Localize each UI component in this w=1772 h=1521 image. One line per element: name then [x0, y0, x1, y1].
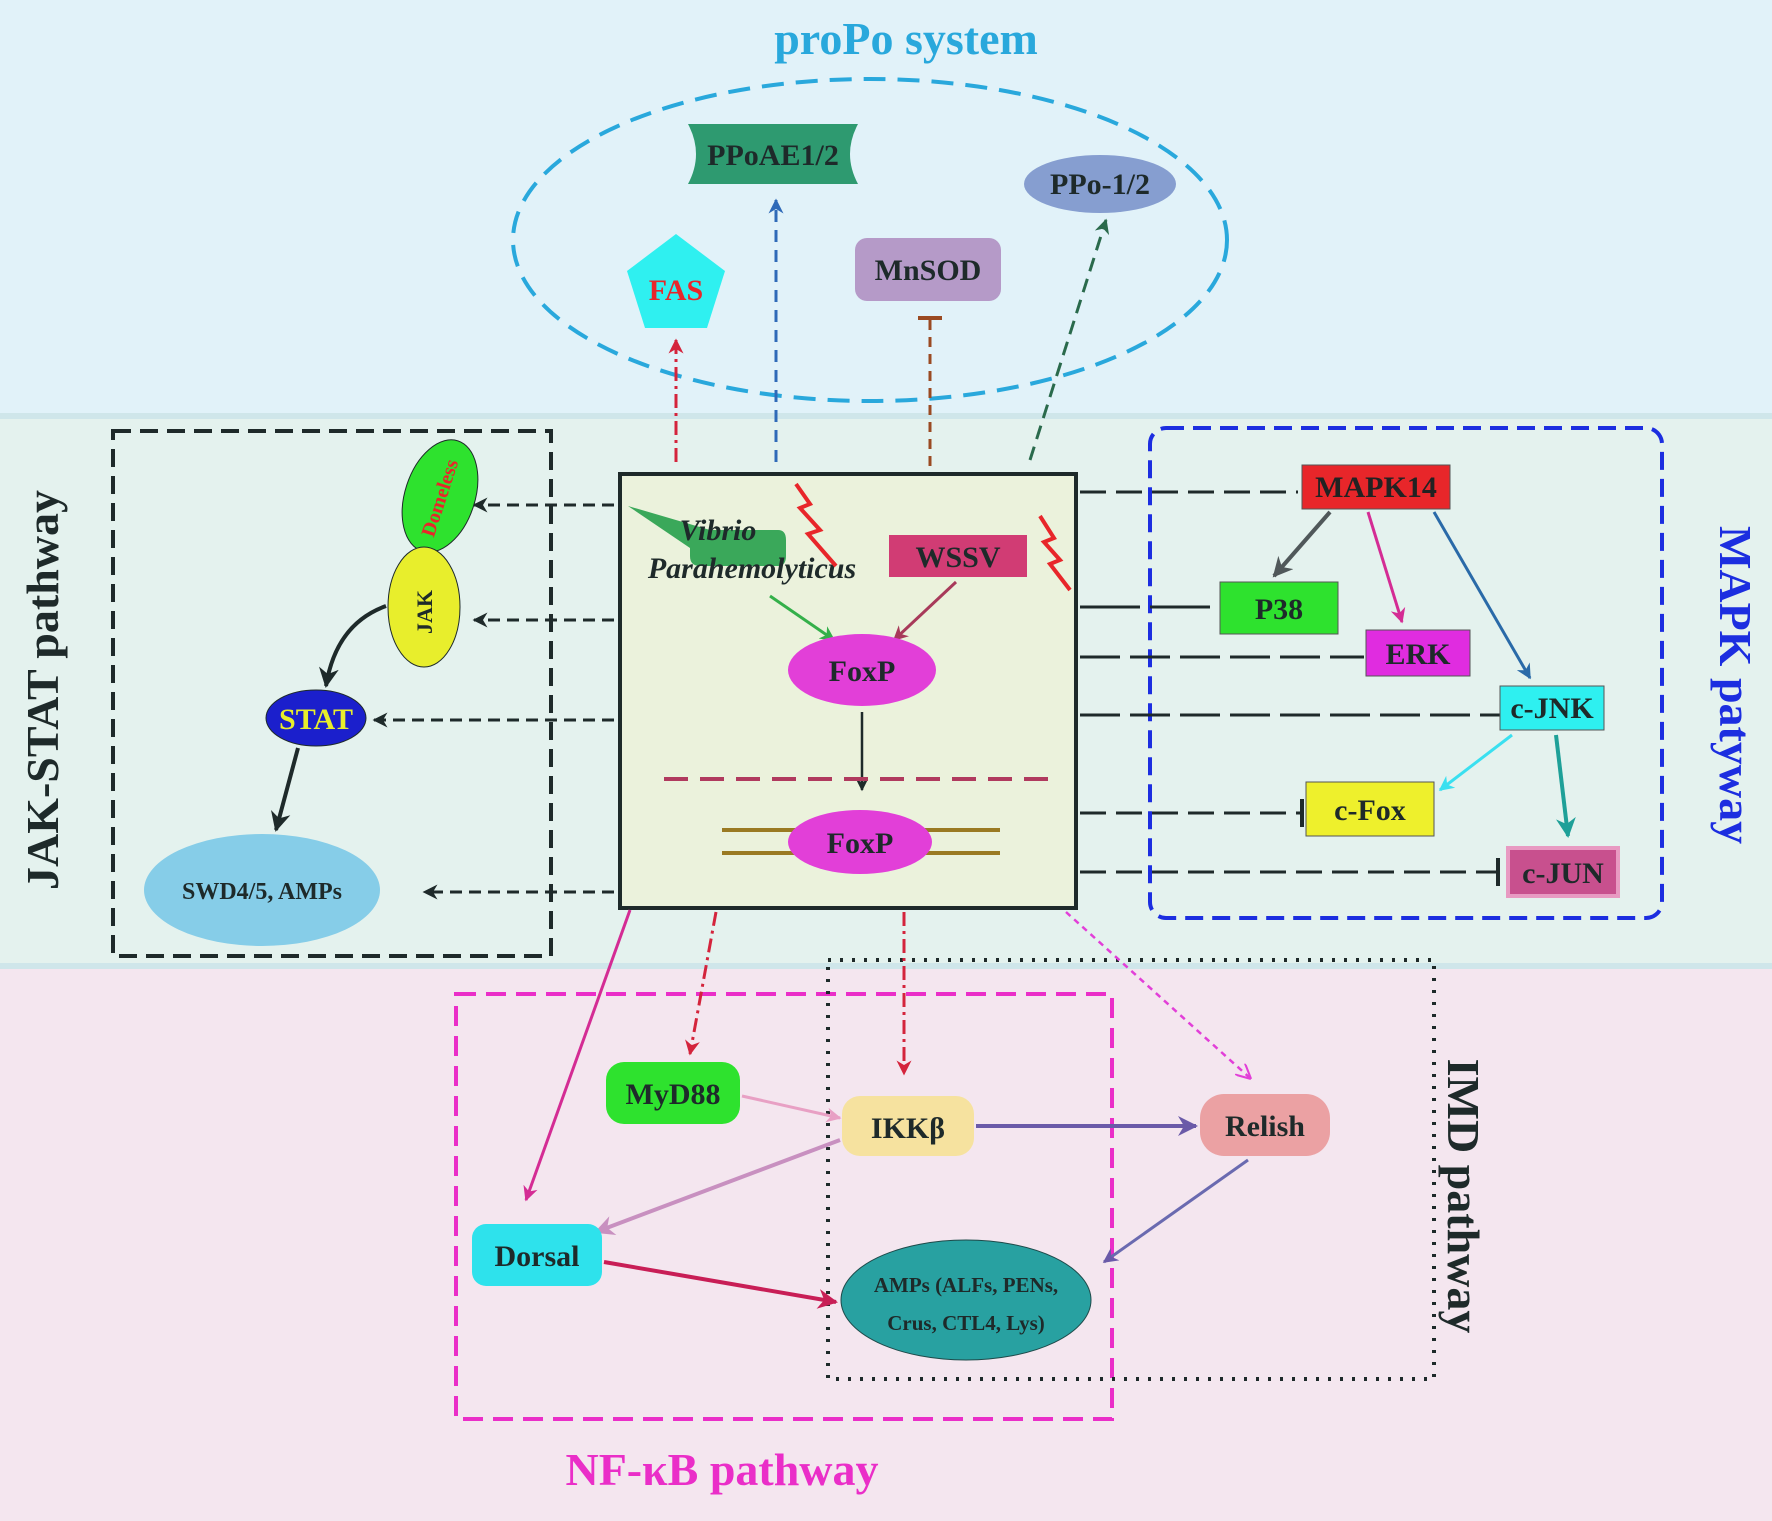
stat-label: STAT: [279, 703, 353, 736]
foxp-nucleus-node: [788, 810, 932, 874]
arrow-wssv-to-foxp: [892, 580, 958, 642]
arrow-mapk14-to-cjnk: [1432, 511, 1532, 680]
foxp-nucleus-label: FoxP: [827, 827, 894, 860]
myd88-node: [606, 1062, 740, 1124]
cfox-label: c-Fox: [1334, 794, 1406, 827]
relish-label: Relish: [1225, 1110, 1305, 1143]
dorsal-node: [472, 1224, 602, 1286]
myd88-label: MyD88: [626, 1078, 721, 1111]
arrow-to-ppo: [1028, 218, 1110, 461]
stat-node: [265, 689, 367, 747]
arrow-center-to-relish: [1065, 911, 1250, 1078]
jakstat-boundary: [111, 429, 553, 958]
arrow-jak-to-stat: [319, 604, 387, 688]
arrow-ikkb-to-dorsal: [594, 1138, 841, 1236]
foxp-cytoplasm-node: [788, 634, 936, 706]
propo-boundary: [511, 77, 1229, 403]
imd-boundary: [826, 958, 1436, 1381]
arrow-vibrio-to-foxp: [769, 594, 836, 642]
jak-node: [387, 546, 461, 668]
mapk14-node: [1301, 464, 1451, 510]
jak-label: JAK: [412, 590, 437, 634]
amps-label-line2: Crus, CTL4, Lys): [887, 1311, 1045, 1335]
lightning-icon-right: [1038, 514, 1072, 592]
arrow-center-to-myd88: [685, 911, 718, 1056]
lightning-icon-left: [794, 482, 838, 568]
mnsod-node: [855, 238, 1001, 301]
arrow-myd88-to-ikkb: [741, 1094, 842, 1123]
p38-node: [1219, 581, 1339, 635]
foxp-cytoplasm-label: FoxP: [829, 655, 896, 688]
wssv-label: WSSV: [915, 541, 1000, 574]
mnsod-label: MnSOD: [875, 254, 982, 287]
mapk14-label: MAPK14: [1315, 471, 1437, 504]
wssv-node: [889, 535, 1027, 577]
swd-amps-node: [144, 834, 380, 946]
erk-label: ERK: [1385, 638, 1451, 671]
arrow-cjnk-to-cjun: [1554, 734, 1576, 838]
arrow-cjnk-to-cfox: [1438, 733, 1513, 792]
fas-label: FAS: [649, 274, 703, 307]
ikkb-node: [842, 1096, 974, 1156]
ppo-node: [1024, 155, 1176, 213]
mapk-boundary: [1148, 426, 1664, 920]
arrow-relish-to-amps: [1102, 1158, 1249, 1264]
imd-title: IMD pathway: [1438, 1059, 1489, 1334]
arrow-mapk14-to-erk: [1366, 511, 1406, 624]
ikkb-label: IKKβ: [871, 1112, 945, 1145]
ppoae-node: [688, 124, 858, 184]
arrow-mapk14-to-p38: [1272, 510, 1332, 578]
cjnk-label: c-JNK: [1510, 692, 1594, 725]
cfox-node: [1305, 781, 1435, 837]
ppo-label: PPo-1/2: [1050, 168, 1150, 201]
vibrio-label-line2: Parahemolyticus: [647, 552, 856, 585]
p38-label: P38: [1255, 593, 1303, 626]
mapk-title: MAPK patyway: [1710, 526, 1761, 844]
vibrio-label-line1: Vibrio: [680, 514, 757, 547]
swd-amps-label: SWD4/5, AMPs: [182, 879, 342, 905]
cjun-label: c-JUN: [1522, 857, 1604, 890]
jakstat-title: JAK-STAT pathway: [17, 490, 68, 890]
ppoae-label: PPoAE1/2: [707, 139, 839, 172]
fas-node: [627, 234, 725, 328]
arrow-dorsal-to-amps: [603, 1260, 838, 1309]
amps-node: [840, 1239, 1092, 1361]
dorsal-label: Dorsal: [495, 1240, 580, 1273]
relish-node: [1200, 1094, 1330, 1156]
bottom-band: [0, 968, 1772, 1521]
cjnk-node: [1499, 685, 1605, 731]
amps-label-line1: AMPs (ALFs, PENs,: [874, 1273, 1058, 1297]
vibrio-icon: [628, 506, 786, 566]
nfkb-title: NF-κB pathway: [565, 1444, 878, 1495]
erk-node: [1365, 629, 1471, 677]
cjun-node: [1506, 846, 1620, 898]
propo-title: proPo system: [774, 13, 1038, 64]
arrow-center-to-dorsal: [523, 909, 632, 1202]
propo-band: [0, 0, 1772, 414]
arrow-stat-to-swd: [271, 747, 300, 832]
